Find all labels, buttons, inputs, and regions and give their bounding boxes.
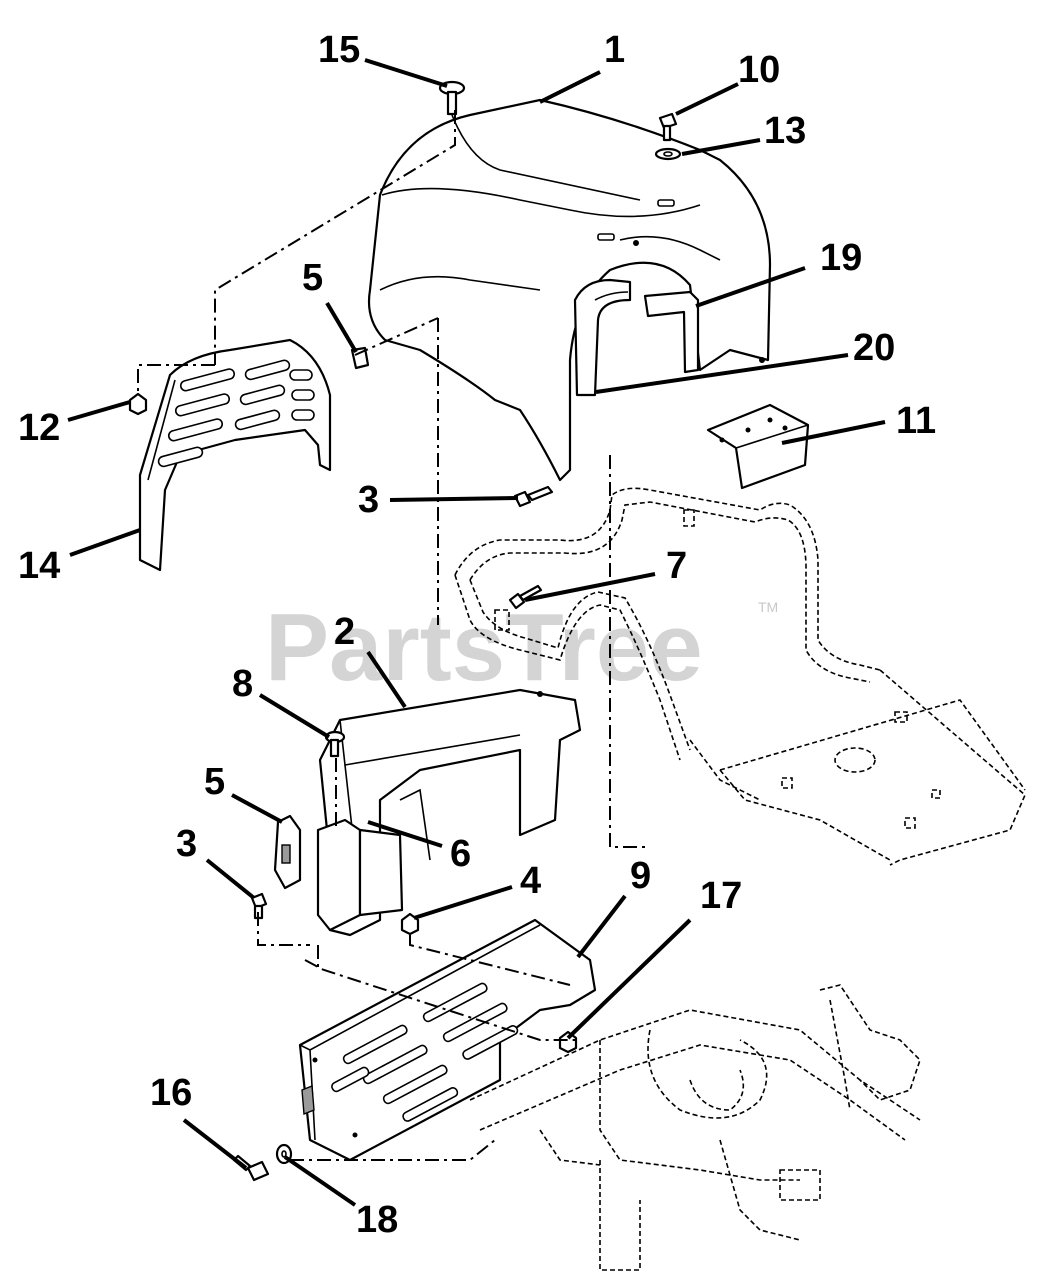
part-fender-hood	[367, 98, 772, 482]
callout-18: 18	[356, 1199, 398, 1241]
callout-10: 10	[738, 49, 780, 91]
callout-14: 14	[18, 545, 60, 587]
callout-2: 2	[334, 611, 355, 653]
part-clip-upper	[350, 346, 370, 370]
callout-9: 9	[630, 855, 651, 897]
callout-labels: 15 1 10 13 19 20 11 5 12 14 3 7 2 8 5 6 …	[18, 29, 936, 1241]
hardware	[128, 80, 682, 1182]
screw-7	[508, 584, 543, 610]
phantom-chassis	[469, 984, 921, 1271]
callout-7: 7	[666, 545, 687, 587]
trademark-symbol: TM	[758, 599, 778, 615]
assembly-centerlines	[137, 110, 650, 1161]
part-perforated-shield	[138, 338, 332, 572]
callout-12: 12	[18, 407, 60, 449]
callout-5-lower: 5	[204, 761, 225, 803]
callout-15: 15	[318, 29, 360, 71]
nut-4	[400, 912, 420, 936]
callout-3-upper: 3	[358, 479, 379, 521]
leader-lines	[67, 58, 886, 1207]
nut-12	[128, 392, 148, 416]
part-perforated-footrest	[298, 918, 597, 1162]
callout-5-upper: 5	[302, 257, 323, 299]
part-trim-strip	[573, 278, 632, 397]
callout-19: 19	[820, 237, 862, 279]
slot-pattern	[157, 359, 315, 468]
callout-13: 13	[764, 110, 806, 152]
part-bracket-strip	[643, 290, 700, 374]
bolt-10	[658, 112, 678, 142]
callout-16: 16	[150, 1072, 192, 1114]
callout-20: 20	[853, 327, 895, 369]
screw-3-upper	[513, 485, 554, 508]
part-inner-bracket	[316, 818, 404, 932]
phantom-frame-rails	[454, 487, 1026, 866]
part-angle-bracket	[706, 403, 810, 490]
callout-1: 1	[604, 29, 625, 71]
bolt-16	[232, 1154, 270, 1182]
slot-pattern	[331, 982, 519, 1122]
callout-3-lower: 3	[176, 823, 197, 865]
callout-4: 4	[520, 860, 541, 902]
washer-13	[654, 147, 682, 161]
callout-6: 6	[450, 833, 471, 875]
callout-17: 17	[700, 875, 742, 917]
nut-17	[558, 1030, 578, 1054]
callout-8: 8	[232, 663, 253, 705]
part-clip-lower	[273, 814, 302, 890]
callout-11: 11	[896, 400, 936, 442]
